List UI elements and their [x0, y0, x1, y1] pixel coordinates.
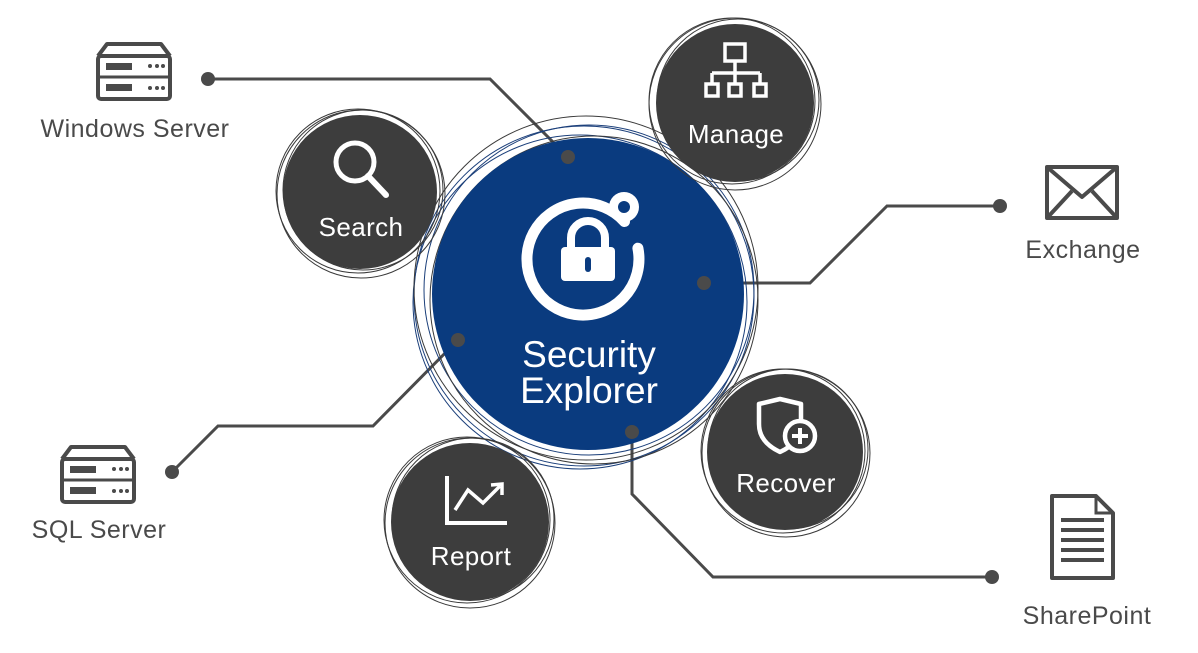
module-report-label: Report	[431, 541, 512, 571]
dot-sql-server	[165, 465, 179, 479]
endpoint-sharepoint-label: SharePoint	[1023, 602, 1152, 630]
module-recover-label: Recover	[736, 468, 836, 498]
dot-windows-server	[201, 72, 215, 86]
shield-plus-icon	[756, 396, 818, 455]
envelope-icon	[1045, 165, 1119, 220]
dot-hub-left	[451, 333, 465, 347]
endpoint-exchange-label: Exchange	[1025, 236, 1140, 264]
endpoint-windows-server: Windows Server	[41, 42, 230, 143]
module-search-label: Search	[319, 212, 404, 242]
dot-hub-bottom	[625, 425, 639, 439]
org-chart-icon	[704, 42, 768, 98]
module-manage-label: Manage	[688, 119, 784, 149]
lock-orbit-icon	[521, 192, 645, 321]
module-manage[interactable]: Manage	[648, 17, 822, 191]
dot-sharepoint	[985, 570, 999, 584]
dot-exchange	[993, 199, 1007, 213]
hub-title-line2: Explorer	[520, 370, 658, 411]
chart-trend-icon	[445, 476, 507, 525]
dot-hub-right	[697, 276, 711, 290]
endpoint-exchange: Exchange	[1025, 165, 1140, 264]
dot-hub-top	[561, 150, 575, 164]
server-icon	[60, 445, 136, 504]
hub-title-line1: Security	[522, 334, 656, 375]
server-icon	[96, 42, 172, 101]
endpoint-sql-server-label: SQL Server	[32, 516, 167, 544]
document-icon	[1050, 494, 1115, 580]
connector-sql-server	[170, 338, 460, 474]
connector-sharepoint	[630, 432, 992, 579]
hub-node: Security Explorer	[412, 115, 759, 470]
magnifier-icon	[333, 140, 389, 198]
endpoint-windows-server-label: Windows Server	[41, 115, 230, 143]
hub-circle	[432, 138, 744, 450]
endpoint-sharepoint: SharePoint	[1023, 494, 1152, 630]
module-recover[interactable]: Recover	[700, 368, 871, 538]
module-report[interactable]: Report	[383, 436, 556, 609]
endpoint-sql-server: SQL Server	[32, 445, 167, 544]
connector-dots	[165, 72, 1007, 584]
module-search[interactable]: Search	[275, 108, 446, 279]
